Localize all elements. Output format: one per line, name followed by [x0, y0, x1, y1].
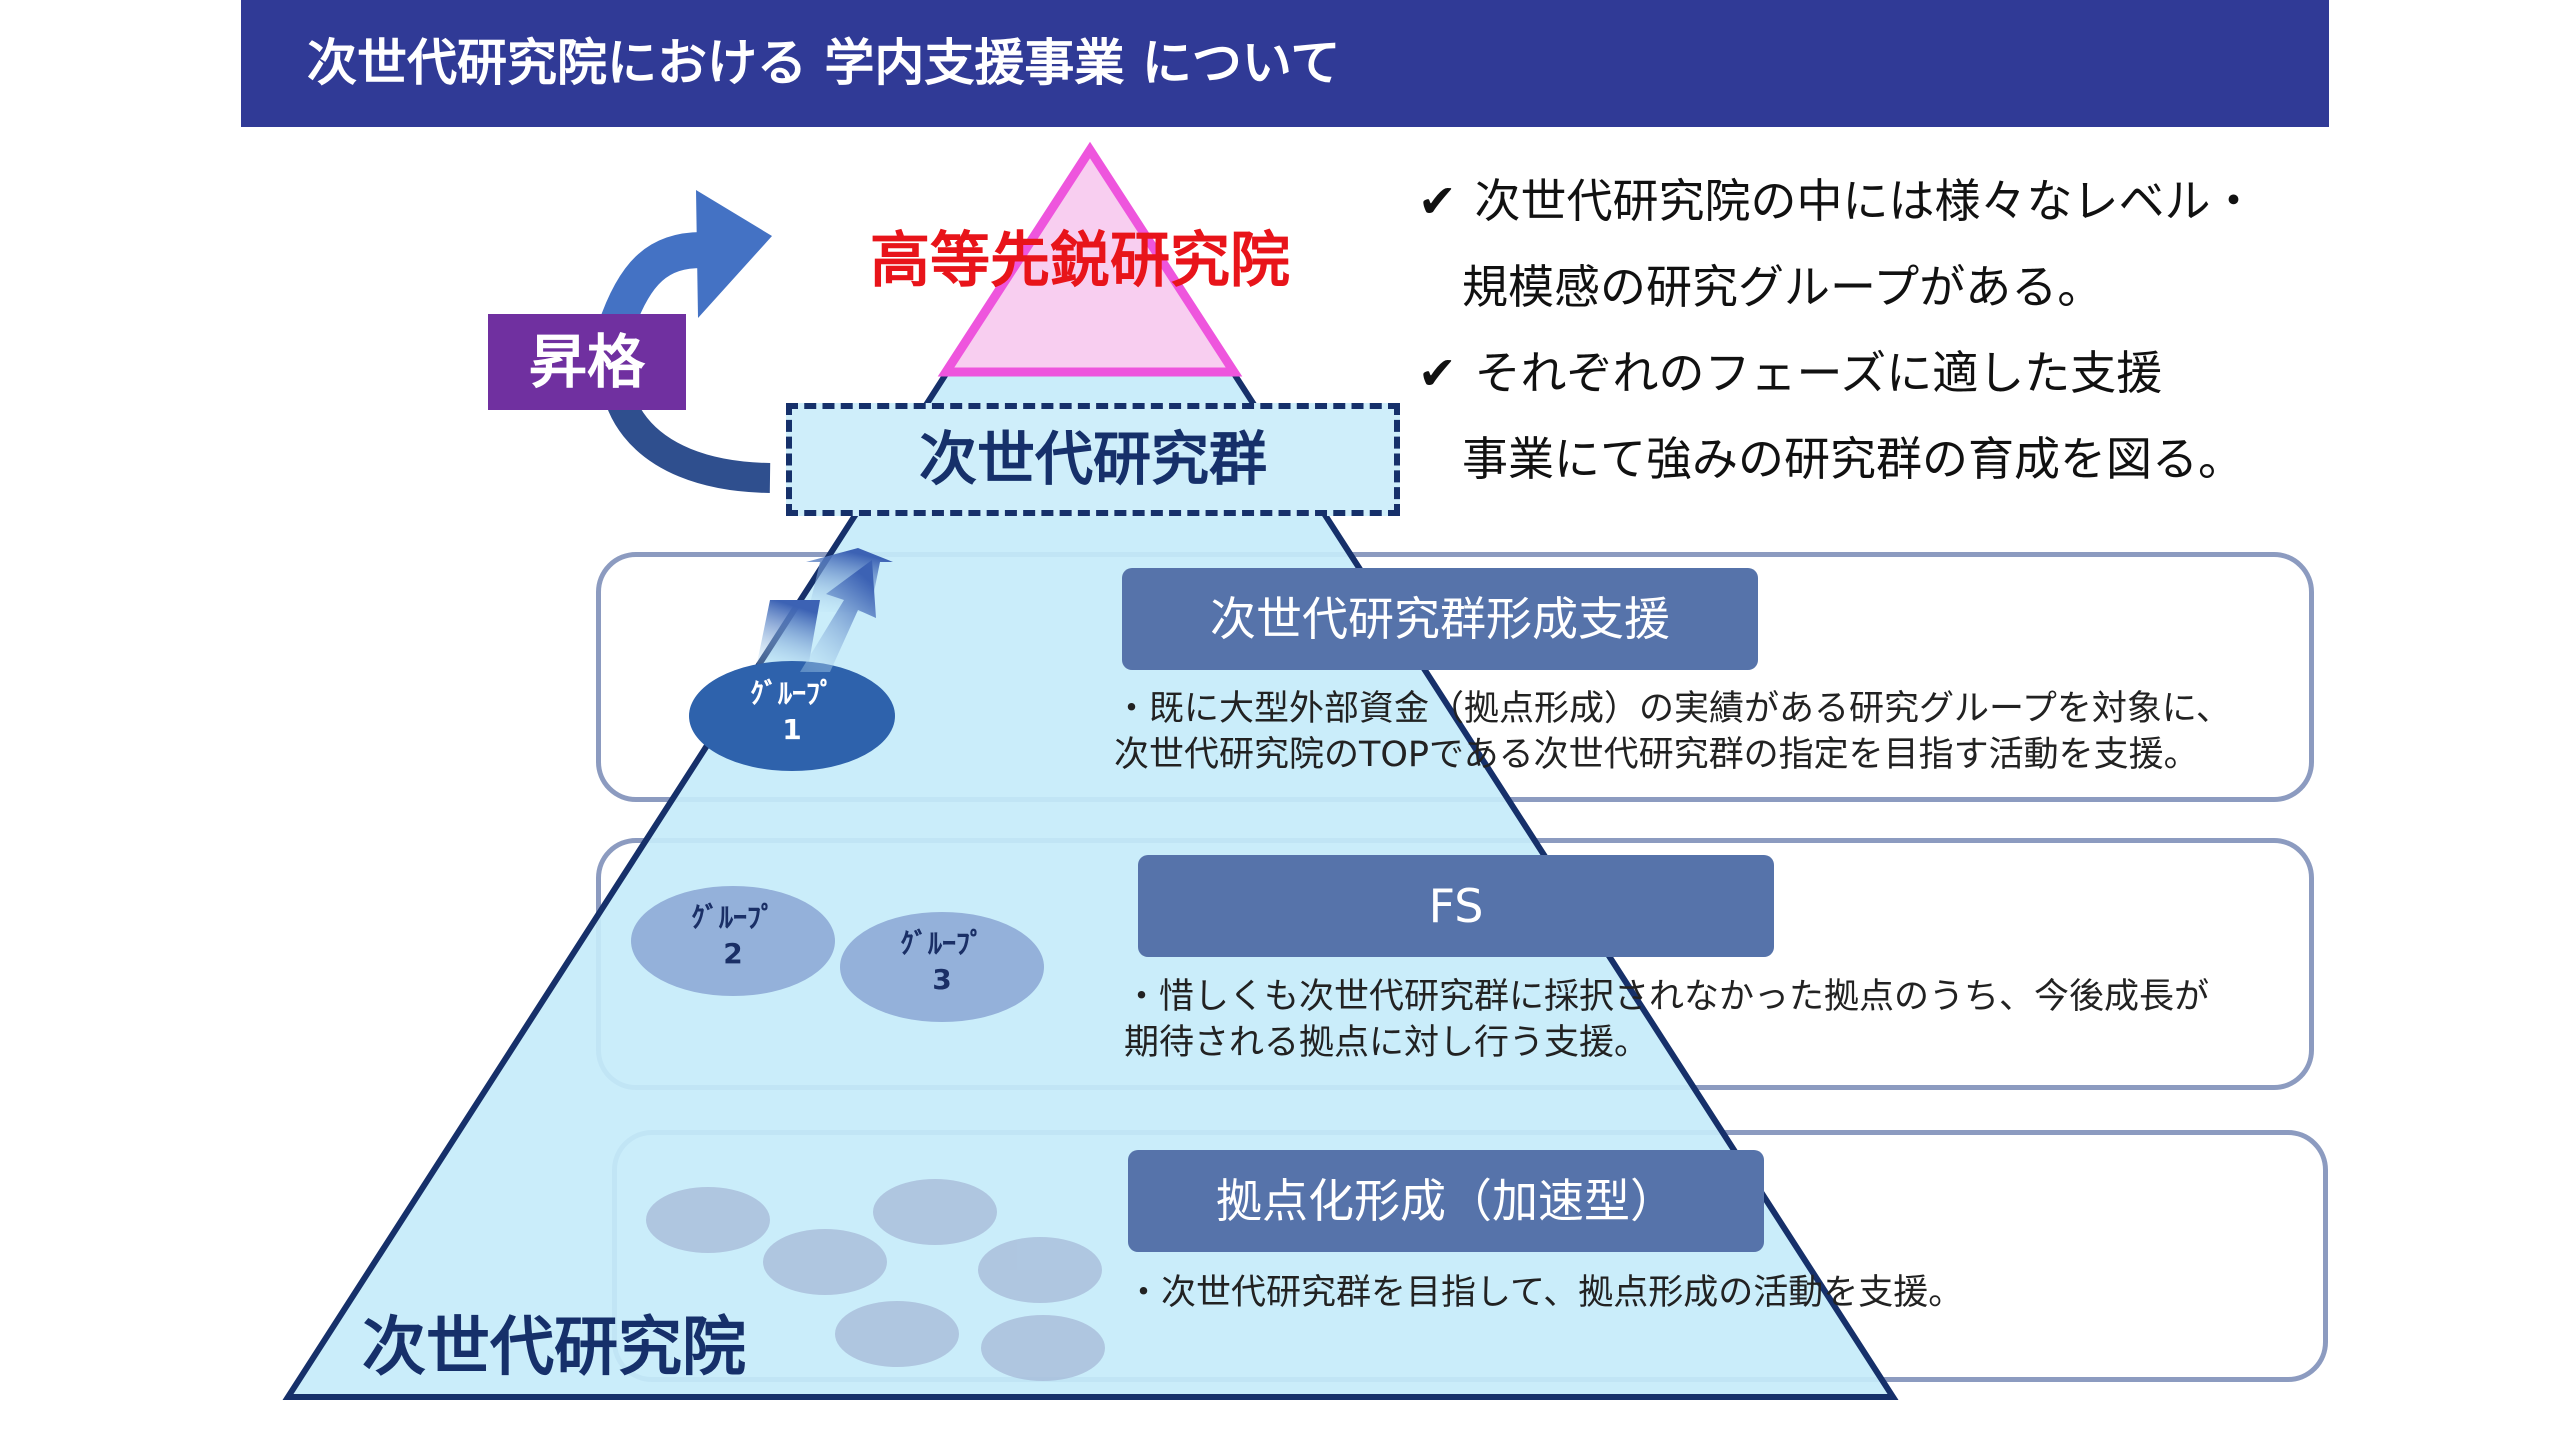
promotion-badge: 昇格	[488, 314, 686, 410]
tier-title-2: FS	[1138, 855, 1774, 957]
next-gen-group-box: 次世代研究群	[786, 403, 1400, 516]
tier-desc-1: ・既に大型外部資金（拠点形成）の実績がある研究グループを対象に、 次世代研究院の…	[1114, 689, 2231, 775]
top-level-label: 高等先鋭研究院	[870, 226, 1290, 296]
bullet-item: ✔次世代研究院の中には様々なレベル・	[1418, 174, 2257, 228]
group-2-ellipse	[631, 886, 835, 996]
group-2-label: ｸﾞﾙｰﾌﾟ 2	[690, 901, 775, 970]
check-icon: ✔	[1418, 346, 1457, 400]
small-groups	[646, 1179, 1105, 1381]
page-header: 次世代研究院における 学内支援事業 について	[241, 0, 2329, 127]
group-3-ellipse	[840, 912, 1044, 1022]
pyramid-shape	[282, 144, 1899, 1400]
apex-triangle	[937, 141, 1243, 377]
tier-desc-3: ・次世代研究群を目指して、拠点形成の活動を支援。	[1126, 1273, 1964, 1313]
group-1-label: ｸﾞﾙｰﾌﾟ 1	[749, 677, 834, 746]
base-label: 次世代研究院	[362, 1311, 746, 1385]
page-title: 次世代研究院における 学内支援事業 について	[307, 34, 1341, 92]
group-3-label: ｸﾞﾙｰﾌﾟ 3	[899, 927, 984, 996]
group-up-arrow	[780, 560, 900, 680]
check-icon: ✔	[1418, 174, 1457, 228]
group-1-ellipse	[689, 661, 895, 771]
tier-desc-2: ・惜しくも次世代研究群に採択されなかった拠点のうち、今後成長が 期待される拠点に…	[1124, 977, 2210, 1063]
bullet-item: ✔それぞれのフェーズに適した支援	[1418, 346, 2163, 400]
tier-title-1: 次世代研究群形成支援	[1122, 568, 1758, 670]
bullet-list: ✔次世代研究院の中には様々なレベル・ 規模感の研究グループがある。 ✔それぞれの…	[1418, 158, 2257, 502]
tier-title-3: 拠点化形成（加速型）	[1128, 1150, 1764, 1252]
